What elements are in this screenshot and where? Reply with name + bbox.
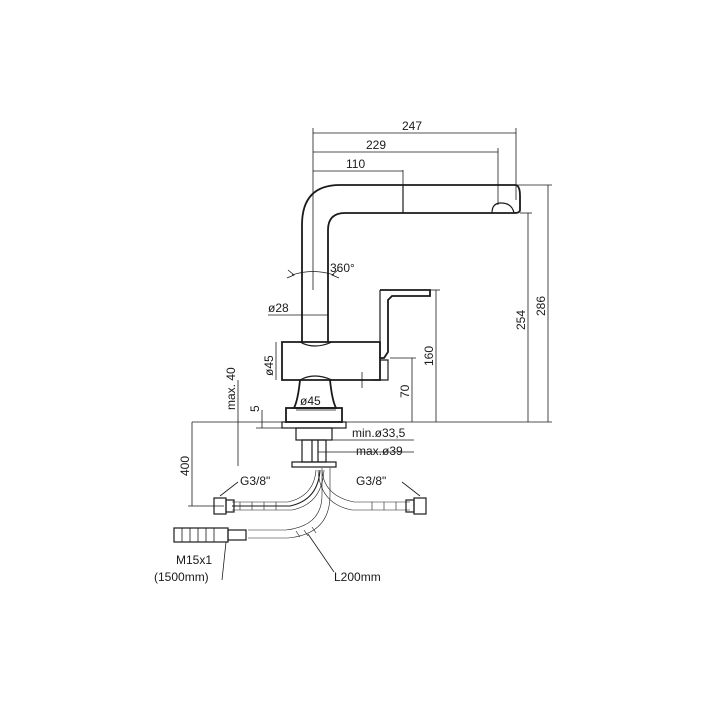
faucet-body [281, 290, 381, 468]
rotation-label: 360° [330, 261, 355, 275]
dim-400: 400 [178, 456, 192, 476]
label-hose-length: L200mm [334, 570, 381, 584]
dim-229: 229 [366, 138, 386, 152]
dim-160: 160 [422, 346, 436, 366]
dim-110: 110 [346, 157, 365, 171]
dim-max40: max. 40 [224, 367, 238, 410]
dimension-lines [188, 128, 552, 507]
dim-5: 5 [248, 405, 262, 412]
dim-247: 247 [402, 119, 422, 133]
dim-286: 286 [534, 296, 548, 316]
supply-hoses [173, 468, 427, 543]
dim-min-dia33: min.ø33,5 [352, 426, 406, 440]
dim-dia45-body: ø45 [262, 355, 276, 376]
label-m15x1: M15x1 [176, 553, 212, 567]
label-g38-right: G3/8" [356, 474, 386, 488]
label-g38-left: G3/8" [240, 474, 270, 488]
dim-dia45-base: ø45 [300, 394, 321, 408]
callout-leaders [219, 481, 421, 581]
dim-dia28: ø28 [268, 301, 289, 315]
label-m15x1-length: (1500mm) [154, 570, 209, 584]
faucet-lever [361, 289, 431, 388]
dim-254: 254 [514, 310, 528, 330]
dim-70: 70 [398, 384, 412, 398]
dim-max-dia39: max.ø39 [356, 444, 403, 458]
faucet-spout [301, 184, 521, 290]
